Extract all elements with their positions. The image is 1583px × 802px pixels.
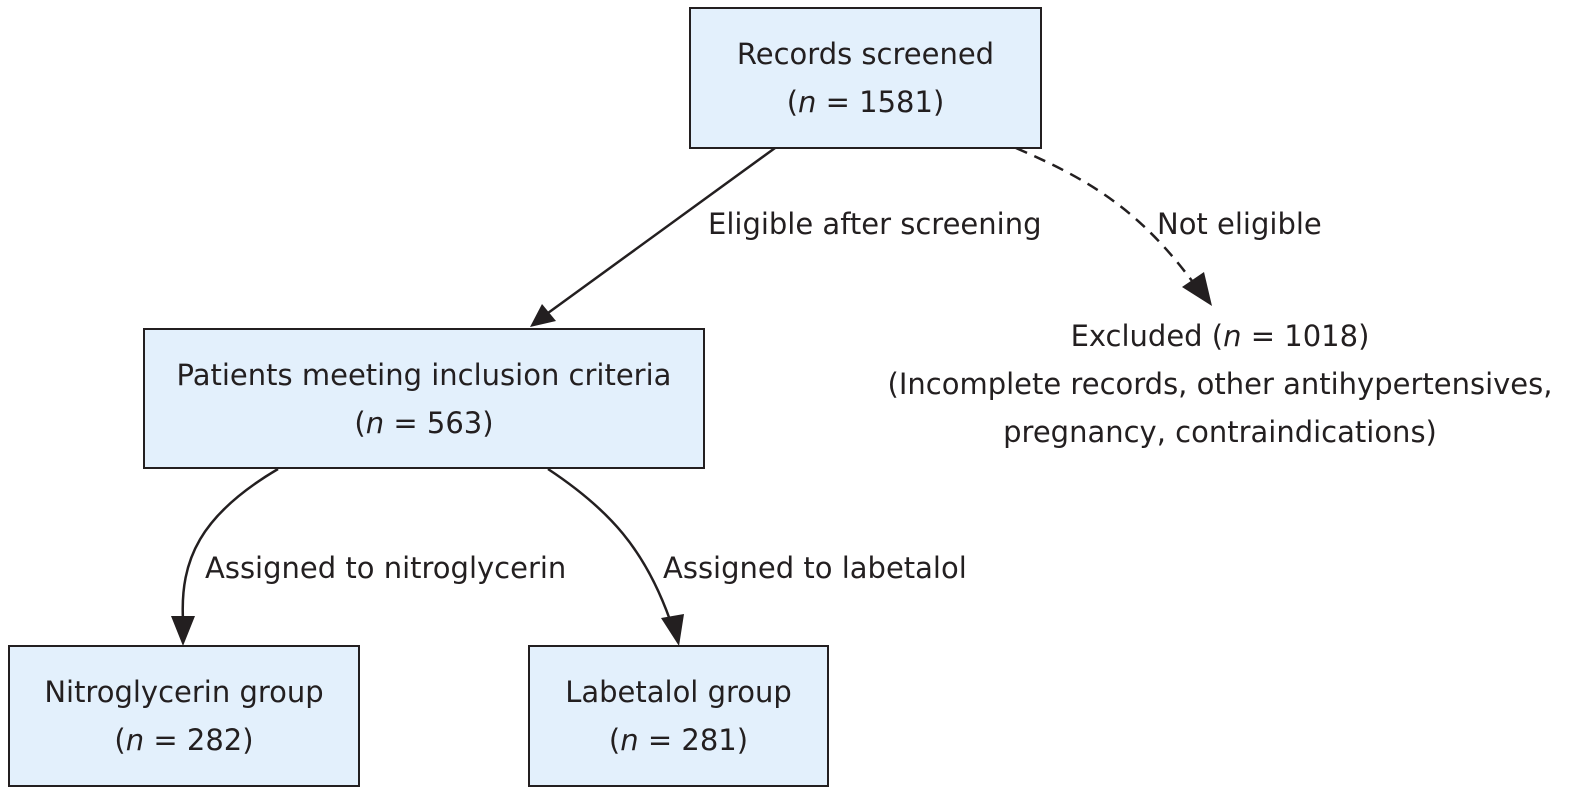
arrowhead-not-eligible [1182, 272, 1212, 306]
excluded-title: Excluded (n = 1018) [1070, 319, 1370, 353]
edge-label-to-nitroglycerin: Assigned to nitroglycerin [205, 551, 567, 585]
arrowhead-to-labetalol [661, 614, 684, 646]
labetalol-group-title: Labetalol group [565, 675, 792, 709]
nitroglycerin-n-value: 282 [186, 723, 243, 757]
labetalol-group-count: (n = 281) [608, 723, 749, 757]
excluded-node: Excluded (n = 1018) (Incomplete records,… [880, 312, 1560, 456]
edge-label-to-labetalol: Assigned to labetalol [663, 551, 967, 585]
nitroglycerin-group-count: (n = 282) [114, 723, 254, 757]
records-screened-box: Records screened (n = 1581) [689, 7, 1042, 149]
nitroglycerin-group-title: Nitroglycerin group [44, 675, 324, 709]
edge-label-eligible: Eligible after screening [708, 207, 1042, 241]
inclusion-criteria-title: Patients meeting inclusion criteria [176, 357, 672, 392]
edge-to-nitroglycerin [181, 467, 279, 621]
arrowhead-to-nitroglycerin [171, 616, 195, 646]
nitroglycerin-group-box: Nitroglycerin group (n = 282) [8, 645, 360, 787]
n-symbol: n [1223, 319, 1242, 353]
inclusion-criteria-count: (n = 563) [354, 405, 494, 440]
records-screened-n-value: 1581 [859, 85, 933, 119]
inclusion-n-value: 563 [426, 405, 483, 440]
labetalol-n-value: 281 [681, 723, 737, 757]
n-symbol: n [365, 405, 385, 440]
records-screened-count: (n = 1581) [786, 85, 945, 119]
excluded-title-text: Excluded [1070, 319, 1203, 353]
n-symbol: n [620, 723, 639, 757]
inclusion-criteria-box: Patients meeting inclusion criteria (n =… [143, 328, 705, 469]
edge-label-not-eligible: Not eligible [1157, 207, 1322, 241]
excluded-reasons-line-2: pregnancy, contraindications) [1003, 415, 1437, 449]
n-symbol: n [125, 723, 145, 757]
records-screened-title: Records screened [736, 37, 995, 71]
excluded-n-value: 1018 [1284, 319, 1359, 353]
edge-to-labetalol [547, 467, 672, 621]
labetalol-group-box: Labetalol group (n = 281) [528, 645, 829, 787]
arrowhead-eligible [530, 304, 556, 327]
excluded-reasons-line-1: (Incomplete records, other antihypertens… [887, 367, 1553, 401]
n-symbol: n [798, 85, 817, 119]
edge-not-eligible [1015, 146, 1197, 286]
edge-eligible [547, 146, 776, 315]
